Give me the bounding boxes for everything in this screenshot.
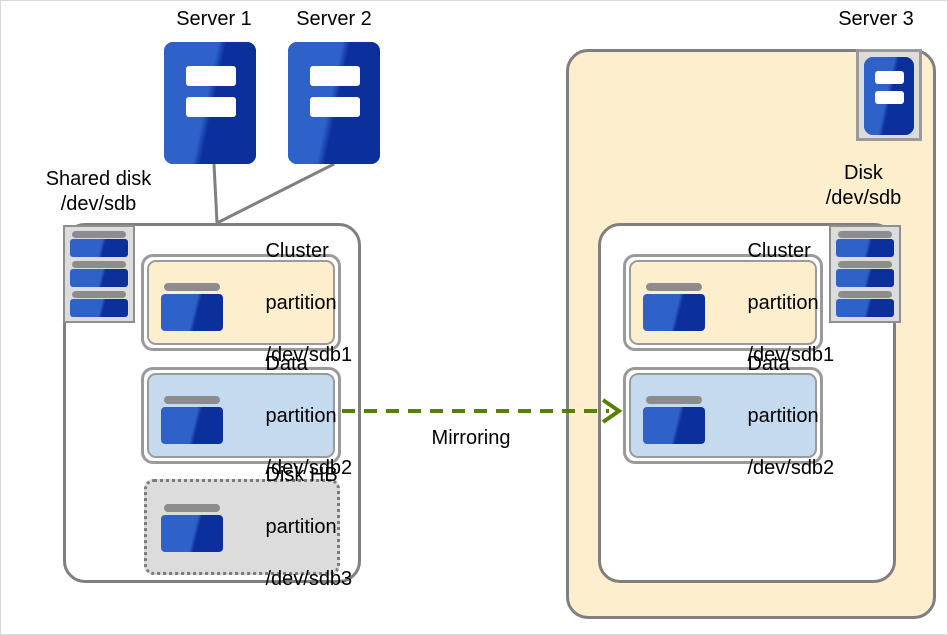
partition-device: /dev/sdb2 (265, 456, 353, 479)
disk-platter-cap (72, 291, 126, 298)
server-icon-bar-top (875, 71, 904, 84)
partition-box-cluster[interactable]: Cluster partition /dev/sdb1 (623, 240, 834, 366)
server3-label: Server 3 (838, 8, 914, 30)
partition-name-line2: partition (265, 404, 337, 427)
partition-inner: Cluster partition /dev/sdb1 (629, 240, 834, 366)
disk-platter-body (836, 269, 894, 287)
disk-platter-cap (838, 291, 892, 298)
disk-stack-icon (63, 225, 135, 323)
partition-name-line2: partition (265, 516, 337, 538)
partition-disk-body (161, 515, 223, 552)
disk-stack-icon (829, 225, 901, 323)
partition-text: Data partition /dev/sdb2 (703, 325, 834, 507)
disk-platter (836, 261, 894, 287)
disk-platter (70, 231, 128, 257)
partition-disk-body (643, 407, 705, 444)
partition-device: /dev/sdb3 (265, 568, 353, 590)
disk-platter (836, 231, 894, 257)
partition-name-line1: Cluster (265, 239, 329, 262)
partition-inner: Disk HB partition /dev/sdb3 (147, 464, 352, 590)
partition-disk-cap (646, 396, 702, 404)
server-icon-bar-top (186, 66, 236, 86)
partition-device: /dev/sdb1 (747, 343, 835, 366)
disk-platter (70, 291, 128, 317)
server-icon (864, 57, 914, 135)
partition-text: Cluster partition /dev/sdb1 (703, 212, 834, 394)
partition-device: /dev/sdb2 (747, 456, 835, 479)
disk-platter-cap (838, 231, 892, 238)
server3-disk-label-line2: /dev/sdb (825, 187, 902, 209)
partition-name-line2: partition (265, 291, 337, 314)
disk-platter (836, 291, 894, 317)
partition-disk-cap (164, 504, 220, 512)
server-icon (288, 42, 380, 164)
partition-name-line2: partition (747, 291, 819, 314)
disk-platter-body (70, 269, 128, 287)
server3-icon-container (856, 49, 922, 141)
partition-disk-icon (161, 396, 223, 444)
partition-box-diskhb[interactable]: Disk HB partition /dev/sdb3 (144, 464, 352, 590)
mirroring-label: Mirroring (431, 427, 511, 449)
server3-disk-label-line1: Disk (844, 162, 883, 184)
partition-name-line1: Data (747, 352, 790, 375)
server-icon (164, 42, 256, 164)
partition-text: Cluster partition /dev/sdb1 (221, 212, 352, 394)
disk-platter-body (70, 299, 128, 317)
partition-name-line1: Disk HB (265, 464, 338, 486)
disk-platter-cap (72, 231, 126, 238)
shared-disk-label-line1: Shared disk (45, 168, 152, 190)
partition-disk-body (643, 294, 705, 331)
disk-platter-body (70, 239, 128, 257)
disk-platter-cap (838, 261, 892, 268)
partition-disk-icon (643, 396, 705, 444)
partition-disk-icon (161, 504, 223, 552)
partition-disk-icon (161, 283, 223, 331)
disk-platter-cap (72, 261, 126, 268)
disk-platter-body (836, 239, 894, 257)
server-icon-bar-bottom (186, 97, 236, 117)
shared-disk-label-line2: /dev/sdb (60, 193, 137, 215)
server-icon-bar-top (310, 66, 360, 86)
partition-box-data[interactable]: Data partition /dev/sdb2 (623, 353, 834, 479)
partition-disk-body (161, 294, 223, 331)
partition-name-line1: Cluster (747, 239, 811, 262)
partition-text: Data partition /dev/sdb2 (221, 325, 352, 507)
partition-disk-cap (164, 283, 220, 291)
partition-inner: Data partition /dev/sdb2 (147, 353, 352, 479)
disk-platter (70, 261, 128, 287)
partition-device: /dev/sdb1 (265, 343, 353, 366)
disk-platter-body (836, 299, 894, 317)
partition-disk-body (161, 407, 223, 444)
server-icon-bar-bottom (310, 97, 360, 117)
partition-disk-cap (646, 283, 702, 291)
partition-name-line2: partition (747, 404, 819, 427)
partition-inner: Cluster partition /dev/sdb1 (147, 240, 352, 366)
server2-label: Server 2 (296, 8, 372, 30)
partition-box-cluster[interactable]: Cluster partition /dev/sdb1 (141, 240, 352, 366)
partition-text: Disk HB partition /dev/sdb3 (221, 436, 352, 618)
partition-box-data[interactable]: Data partition /dev/sdb2 (141, 353, 352, 479)
partition-disk-icon (643, 283, 705, 331)
partition-inner: Data partition /dev/sdb2 (629, 353, 834, 479)
partition-name-line1: Data (265, 352, 308, 375)
server1-label: Server 1 (176, 8, 252, 30)
server-icon-bar-bottom (875, 91, 904, 104)
partition-disk-cap (164, 396, 220, 404)
